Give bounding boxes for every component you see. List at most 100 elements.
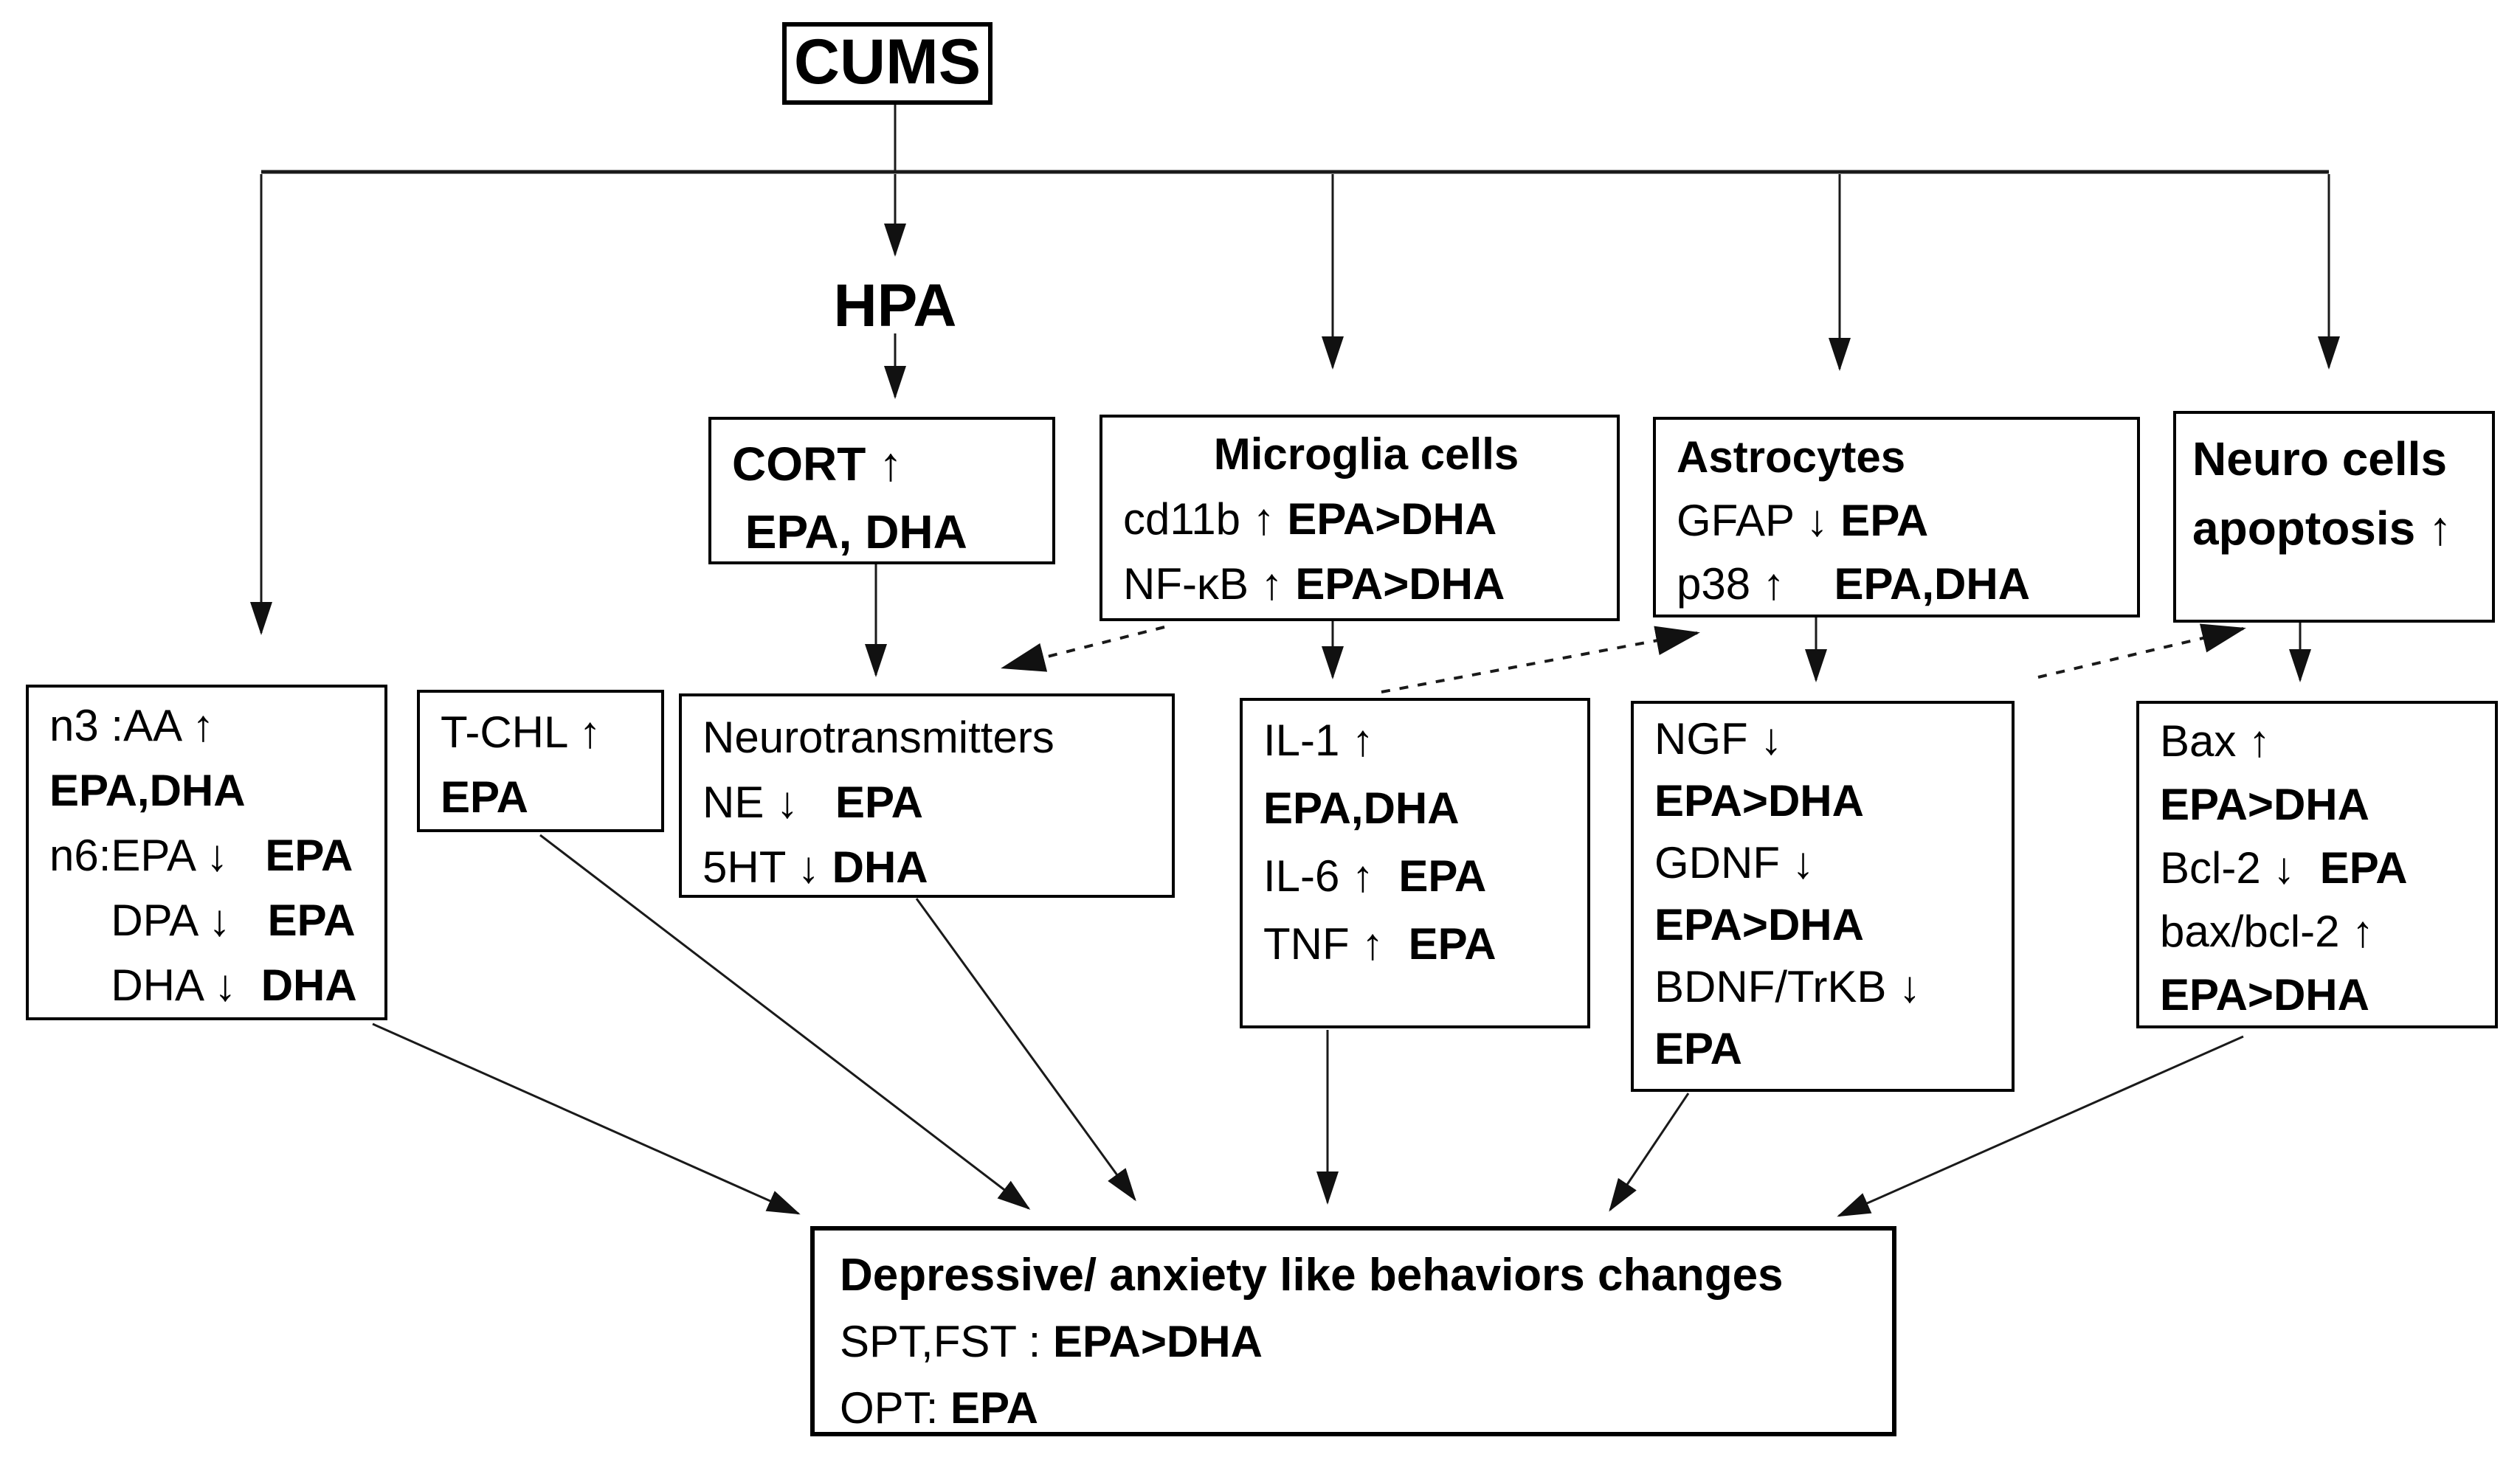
arrow-tchl-to-behaviors (539, 834, 1031, 1210)
text-segment: GDNF ↓ (1654, 838, 1815, 887)
text-segment: ↑ (879, 437, 903, 491)
text-segment: Depressive/ anxiety like behaviors chang… (840, 1250, 1784, 1301)
text-line: IL-6 ↑ EPA (1263, 842, 1580, 910)
text-segment: EPA (950, 1383, 1038, 1433)
neurotrophic-factors-box: NGF ↓ EPA>DHA GDNF ↓ EPA>DHA BDNF/TrKB ↓ EPA (1631, 701, 2015, 1092)
text-segment: NF-κB ↑ (1123, 559, 1283, 609)
text-line: EPA, DHA (732, 498, 1045, 566)
text-segment: CUMS (793, 27, 981, 97)
text-line: bax/bcl-2 ↑ (2160, 900, 2488, 963)
dashed-arrow-il1-to-astrocytes (1381, 626, 1700, 693)
text-segment: Neurotransmitters (703, 713, 1054, 762)
text-line: NE ↓ EPA (703, 770, 1164, 835)
microglia-cells-box: Microglia cells cd11b ↑ EPA>DHA NF-κB ↑ EP… (1100, 415, 1620, 621)
arrow-n3-to-behaviors (372, 1022, 801, 1215)
text-line: DHA ↓ DHA (49, 953, 377, 1018)
cums-box: CUMS (782, 22, 993, 105)
cort-box: CORT ↑ EPA, DHA (708, 417, 1055, 564)
text-segment: GFAP ↓ (1677, 496, 1829, 545)
text-segment: EPA (798, 778, 923, 827)
text-segment: EPA (228, 831, 353, 880)
text-line: SPT,FST : EPA>DHA (840, 1309, 1885, 1375)
text-line: Neurotransmitters (703, 705, 1164, 770)
text-line: BDNF/TrKB ↓ (1654, 956, 2004, 1018)
text-line: EPA,DHA (1263, 775, 1580, 842)
text-segment: cd11b ↑ (1123, 494, 1275, 544)
text-segment: EPA,DHA (1263, 783, 1460, 833)
text-line: IL-1 ↑ (1263, 707, 1580, 775)
text-segment: EPA (441, 772, 528, 822)
text-line: EPA (441, 765, 654, 830)
text-segment: Microglia cells (1213, 429, 1519, 479)
arrow-ngf-to-behaviors (1609, 1093, 1690, 1212)
text-line: Microglia cells (1123, 422, 1609, 487)
text-segment: EPA (1828, 496, 1929, 545)
text-segment: EPA>DHA (1274, 494, 1497, 544)
text-segment: 5HT ↓ (703, 842, 820, 892)
text-line: GDNF ↓ (1654, 832, 2004, 894)
text-segment: EPA (2295, 843, 2408, 893)
text-line: apoptosis ↑ (2192, 494, 2485, 563)
text-segment: IL-6 ↑ (1263, 851, 1375, 901)
text-segment: p38 ↑ (1677, 559, 1785, 609)
t-chl-box: T-CHL ↑ EPA (417, 690, 664, 832)
text-line: Bax ↑ (2160, 710, 2488, 773)
arrow-bax-to-behaviors (1837, 1035, 2244, 1217)
text-segment: EPA>DHA (1654, 776, 1864, 826)
text-line: EPA>DHA (1654, 770, 2004, 832)
text-segment: CORT (732, 437, 880, 491)
text-line: cd11b ↑ EPA>DHA (1123, 487, 1609, 552)
text-line: CORT ↑ (732, 430, 1045, 498)
text-segment: EPA (1654, 1024, 1742, 1073)
text-line: EPA>DHA (1654, 894, 2004, 956)
text-segment: Bax ↑ (2160, 716, 2271, 766)
text-segment: n6:EPA ↓ (49, 831, 229, 880)
text-segment: EPA, DHA (732, 505, 967, 558)
dashed-arrow-ngf-to-neuro-cells (2037, 623, 2246, 679)
text-line: CUMS (787, 27, 988, 97)
text-line: p38 ↑ EPA,DHA (1677, 553, 2130, 616)
text-segment: NE ↓ (703, 778, 799, 827)
dashed-arrow-microglia-to-neurotransmitters (1001, 626, 1165, 672)
text-line: Astrocytes (1677, 426, 2130, 489)
text-line: Neuro cells (2192, 424, 2485, 494)
text-line: n3 :AA ↑ (49, 693, 377, 758)
text-segment: EPA>DHA (1654, 900, 1864, 949)
text-line: Depressive/ anxiety like behaviors chang… (840, 1242, 1885, 1309)
text-segment: DHA ↓ (49, 961, 237, 1010)
text-segment: EPA (230, 896, 356, 945)
text-segment: NGF ↓ (1654, 714, 1783, 764)
arrow-neurotransmitters-to-behaviors (915, 898, 1136, 1202)
text-segment: IL-1 ↑ (1263, 716, 1375, 765)
text-line: EPA (1654, 1018, 2004, 1080)
text-line: GFAP ↓ EPA (1677, 489, 2130, 553)
text-line: DPA ↓ EPA (49, 888, 377, 953)
text-line: EPA,DHA (49, 758, 377, 823)
text-segment: BDNF/TrKB ↓ (1654, 962, 1922, 1011)
text-segment: EPA (1384, 919, 1497, 969)
text-segment: DHA (236, 961, 357, 1010)
text-line: EPA>DHA (2160, 773, 2488, 837)
text-line: NGF ↓ (1654, 708, 2004, 770)
text-line: 5HT ↓ DHA (703, 835, 1164, 900)
text-segment: n3 :AA ↑ (49, 701, 215, 750)
text-line: EPA>DHA (2160, 963, 2488, 1027)
text-segment: EPA (1374, 851, 1487, 901)
text-segment: DPA ↓ (49, 896, 231, 945)
text-segment: OPT: (840, 1383, 951, 1433)
text-segment: DHA (819, 842, 928, 892)
text-segment: ↑ (2428, 502, 2453, 555)
hpa-label: HPA (833, 272, 957, 339)
text-line: Bcl-2 ↓ EPA (2160, 837, 2488, 900)
text-segment: Astrocytes (1677, 432, 1906, 482)
text-segment: EPA>DHA (2160, 970, 2369, 1020)
text-segment: TNF ↑ (1263, 919, 1384, 969)
text-line: T-CHL ↑ (441, 700, 654, 765)
